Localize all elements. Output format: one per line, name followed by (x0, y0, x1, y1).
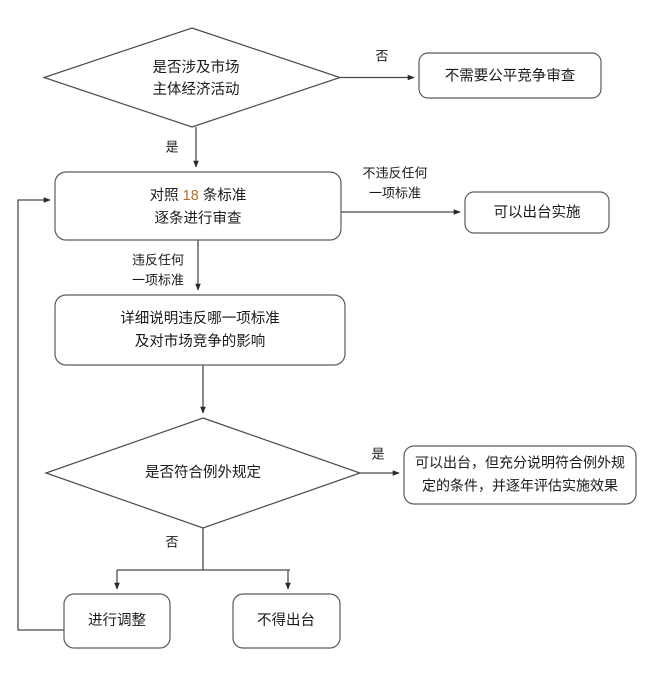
review-18-standards-shape (54, 171, 342, 241)
exception-decision-label: 是否符合例外规定 (145, 464, 261, 481)
start-decision-label-line2: 主体经济活动 (153, 81, 240, 98)
exception-decision-shape (44, 417, 362, 529)
node-review-18-standards[interactable]: 对照 18 条标准 逐条进行审查 (54, 171, 342, 241)
edge-label-review-pass-line1: 不违反任何 (362, 165, 427, 180)
review-label-prefix: 对照 (150, 187, 183, 204)
edge-label-review-fail-line2: 一项标准 (132, 272, 184, 287)
review-label-suffix: 条标准 (199, 187, 247, 204)
edge-label-start-yes: 是 (165, 139, 178, 154)
start-decision-shape (42, 27, 342, 128)
review-standard-count: 18 (183, 188, 199, 204)
node-must-not-issue[interactable]: 不得出台 (232, 593, 341, 649)
start-decision-label-line1: 是否涉及市场 (153, 59, 240, 76)
may-implement-shape (464, 191, 610, 234)
must-not-issue-label: 不得出台 (257, 612, 315, 629)
edge-label-layer: 否 是 不违反任何 一项标准 违反任何 一项标准 是 否 (132, 48, 428, 549)
must-not-issue-shape (232, 593, 341, 649)
may-issue-with-conditions-label-line1: 可以出台，但充分说明符合例外规 (415, 455, 625, 471)
node-may-issue-with-conditions[interactable]: 可以出台，但充分说明符合例外规 定的条件，并逐年评估实施效果 (403, 445, 637, 505)
may-implement-label: 可以出台实施 (494, 204, 581, 221)
edge-label-review-fail-line1: 违反任何 (132, 252, 184, 267)
node-make-adjustment[interactable]: 进行调整 (63, 593, 171, 649)
connector-layer (17, 74, 461, 631)
node-exception-decision[interactable]: 是否符合例外规定 (44, 417, 362, 529)
make-adjustment-shape (63, 593, 171, 649)
explain-violation-label-line1: 详细说明违反哪一项标准 (120, 310, 280, 327)
connector-adjust-loopback (17, 197, 64, 631)
edge-label-start-no: 否 (375, 48, 388, 63)
no-review-needed-shape (418, 52, 602, 99)
edge-label-review-pass-line2: 一项标准 (369, 185, 421, 200)
no-review-needed-label: 不需要公平竞争审查 (445, 66, 576, 84)
may-issue-with-conditions-shape (403, 445, 637, 505)
node-explain-violation[interactable]: 详细说明违反哪一项标准 及对市场竞争的影响 (54, 294, 346, 366)
may-issue-with-conditions-label-line2: 定的条件，并逐年评估实施效果 (422, 478, 618, 494)
edge-label-exception-yes: 是 (371, 446, 384, 461)
node-may-implement[interactable]: 可以出台实施 (464, 191, 610, 234)
node-no-review-needed[interactable]: 不需要公平竞争审查 (418, 52, 602, 99)
edge-label-exception-no: 否 (165, 534, 178, 549)
explain-violation-shape (54, 294, 346, 366)
explain-violation-label-line2: 及对市场竞争的影响 (135, 332, 266, 350)
node-start-decision[interactable]: 是否涉及市场 主体经济活动 (42, 27, 342, 128)
make-adjustment-label: 进行调整 (88, 612, 146, 629)
review-18-standards-label-line2: 逐条进行审查 (155, 210, 242, 227)
review-18-standards-label-line1: 对照 18 条标准 (150, 187, 247, 204)
